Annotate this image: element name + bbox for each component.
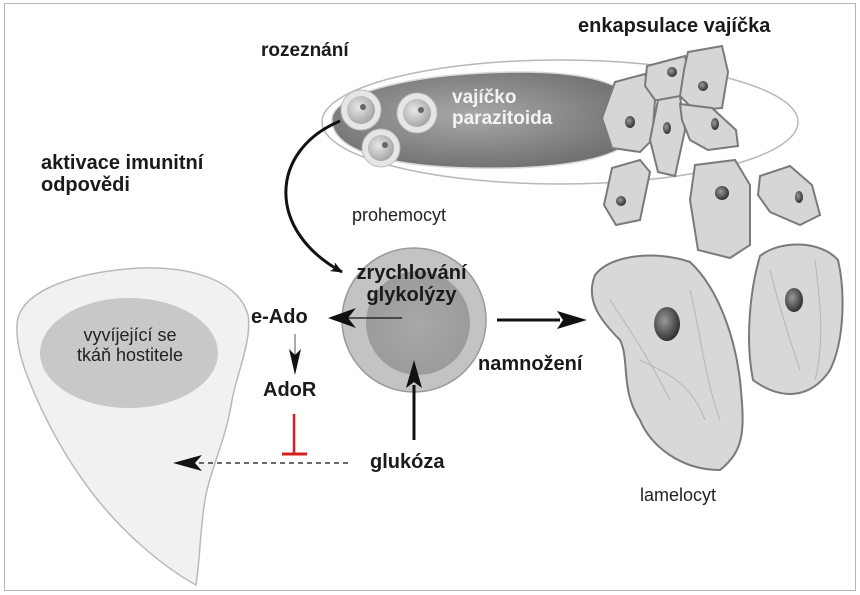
label-e-ado: e-Ado [251, 306, 308, 328]
encapsulation-boundary [321, 59, 799, 185]
lamellocytes [590, 243, 844, 472]
prohemocyte-cell [341, 247, 487, 393]
inhibition-mark [282, 414, 307, 456]
hemocyte [340, 89, 382, 131]
dashed-arrow-head [173, 455, 202, 471]
label-host-tissue-line2: tkáň hostitele [76, 345, 184, 366]
eado-arrow-head [328, 308, 356, 328]
label-recognition: rozeznání [261, 40, 349, 61]
label-glycolysis-line2: glykolýzy [366, 284, 457, 307]
proliferation-arrow-head [557, 311, 587, 329]
host-tissue-core [40, 298, 218, 408]
recognition-arrow [284, 119, 343, 274]
hemocyte [361, 128, 401, 168]
host-tissue [16, 267, 250, 587]
label-host-tissue: vyvíjející se tkáň hostitele [40, 325, 220, 365]
label-parasitoid-egg-line1: vajíčko [452, 87, 517, 108]
label-glycolysis-line1: zrychlování [356, 262, 467, 284]
hemocyte [396, 92, 438, 134]
label-immune-activation-line1: aktivace imunitní [41, 152, 204, 174]
label-parasitoid-egg: vajíčko parazitoida [452, 87, 552, 130]
lamellocyte-cell [748, 243, 844, 395]
label-prohemocyte: prohemocyt [352, 205, 447, 225]
label-immune-activation-line2: odpovědi [41, 174, 130, 197]
encapsulating-lamellocytes [600, 44, 822, 260]
label-host-tissue-line1: vyvíjející se [83, 325, 177, 345]
glucose-arrow-head [406, 360, 422, 388]
adoR-arrow-head [289, 349, 301, 375]
attached-hemocytes [340, 89, 438, 168]
label-glycolysis-acceleration: zrychlování glykolýzy [344, 262, 479, 307]
label-egg-encapsulation: enkapsulace vajíčka [578, 15, 771, 37]
label-glucose: glukóza [370, 451, 445, 473]
lamellocyte-cell [590, 254, 744, 472]
label-lamellocyte: lamelocyt [640, 485, 717, 505]
label-parasitoid-egg-line2: parazitoida [452, 108, 553, 130]
label-ado-r: AdoR [263, 379, 317, 401]
label-immune-activation: aktivace imunitní odpovědi [41, 152, 203, 197]
label-proliferation: namnožení [478, 353, 583, 375]
